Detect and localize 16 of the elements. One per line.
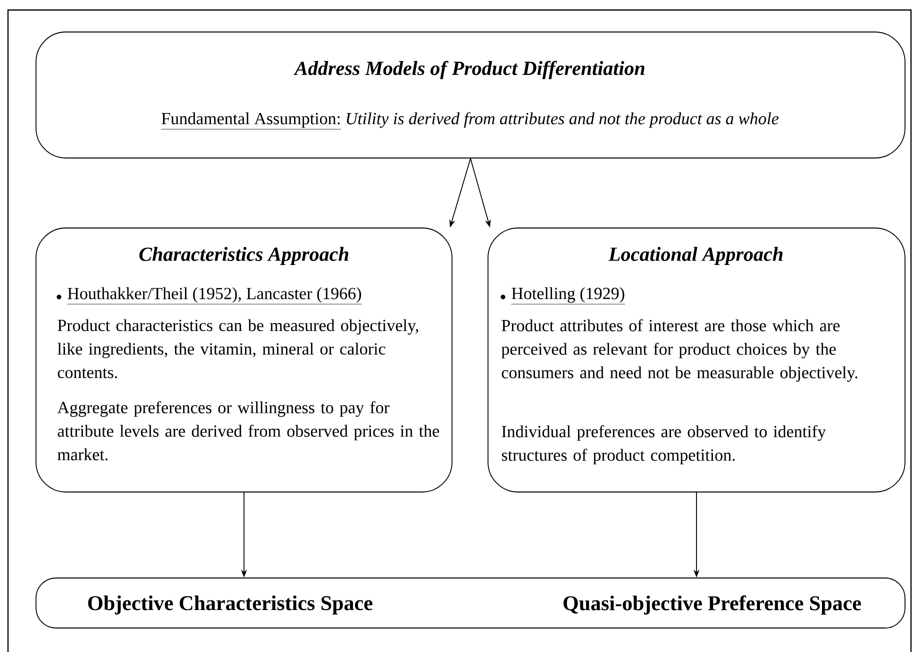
- rounded-box: [36, 228, 452, 492]
- description-text: Aggregate preferences or willingness to pay for attribute levels are derived from observed prices in the market.: [57, 401, 439, 460]
- reference-text: Houthakker/Theil (1952), Lancaster (1966): [67, 287, 362, 304]
- assumption-text: Fundamental Assumption: Utility is derived from attributes and not the product as a whole: [160, 112, 779, 130]
- rounded-box: [488, 228, 906, 492]
- description-text: Product characteristics can be measured objectively, like ingredients, the vitamin, mineral or caloric contents.: [58, 319, 418, 378]
- box-title: Characteristics Approach: [139, 246, 348, 266]
- space-label: Quasi-objective Preference Space: [564, 595, 861, 615]
- reference-text: Hotelling (1929): [511, 287, 626, 304]
- rounded-box: [36, 32, 906, 158]
- space-label: Objective Characteristics Space: [88, 595, 372, 615]
- rounded-box: [36, 578, 906, 628]
- box-title: Locational Approach: [608, 246, 783, 266]
- description-text: Individual preferences are observed to identify structures of product competition.: [502, 425, 826, 464]
- description-text: Product attributes of interest are those which are perceived as relevant for product choices by the consumers and need not be measurable objectively.: [501, 319, 858, 382]
- box-title: Address Models of Product Differentiation: [294, 60, 644, 80]
